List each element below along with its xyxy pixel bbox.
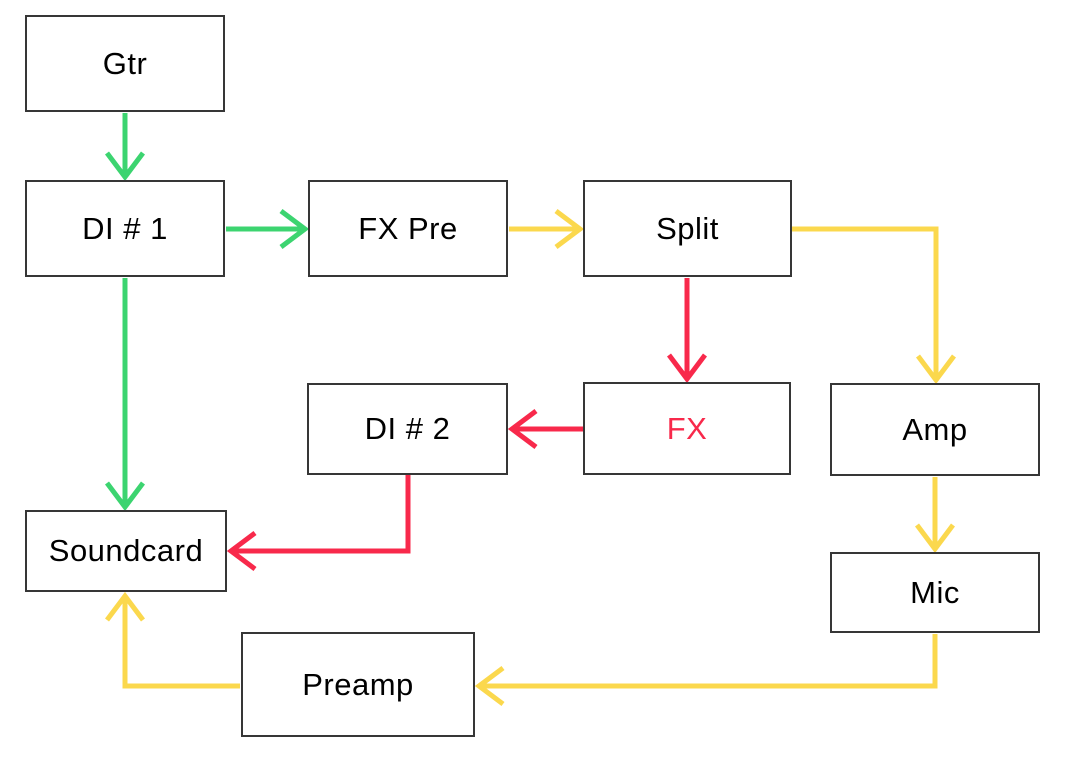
arrow-amp-to-mic (915, 477, 955, 554)
arrow-di2-to-soundcard (226, 475, 411, 571)
node-gtr: Gtr (25, 15, 225, 112)
node-fx-pre-label: FX Pre (358, 210, 458, 246)
arrow-di1-to-soundcard (105, 278, 145, 512)
node-fx: FX (583, 382, 791, 475)
node-amp-label: Amp (902, 411, 968, 447)
arrow-gtr-to-di1 (105, 113, 145, 182)
node-preamp-label: Preamp (302, 666, 414, 702)
arrow-mic-to-preamp (474, 634, 938, 706)
arrow-di1-to-fxpre (226, 209, 310, 249)
node-fx-label: FX (666, 410, 708, 446)
node-di2: DI # 2 (307, 383, 508, 475)
node-mic: Mic (830, 552, 1040, 633)
arrow-split-to-amp (792, 226, 956, 385)
node-gtr-label: Gtr (102, 45, 148, 81)
node-di1-label: DI # 1 (82, 210, 168, 246)
node-preamp: Preamp (241, 632, 475, 737)
node-split: Split (583, 180, 792, 277)
arrow-preamp-to-soundcard (105, 591, 240, 689)
node-soundcard-label: Soundcard (48, 533, 204, 568)
arrow-fxpre-to-split (509, 209, 585, 249)
node-di2-label: DI # 2 (364, 411, 451, 446)
node-di1: DI # 1 (25, 180, 225, 277)
node-soundcard: Soundcard (25, 510, 227, 592)
node-split-label: Split (656, 210, 719, 246)
node-amp: Amp (830, 383, 1040, 476)
node-mic-label: Mic (910, 574, 960, 610)
arrow-split-to-fx (667, 278, 707, 384)
node-fx-pre: FX Pre (308, 180, 508, 277)
arrow-fx-to-di2 (507, 409, 583, 449)
